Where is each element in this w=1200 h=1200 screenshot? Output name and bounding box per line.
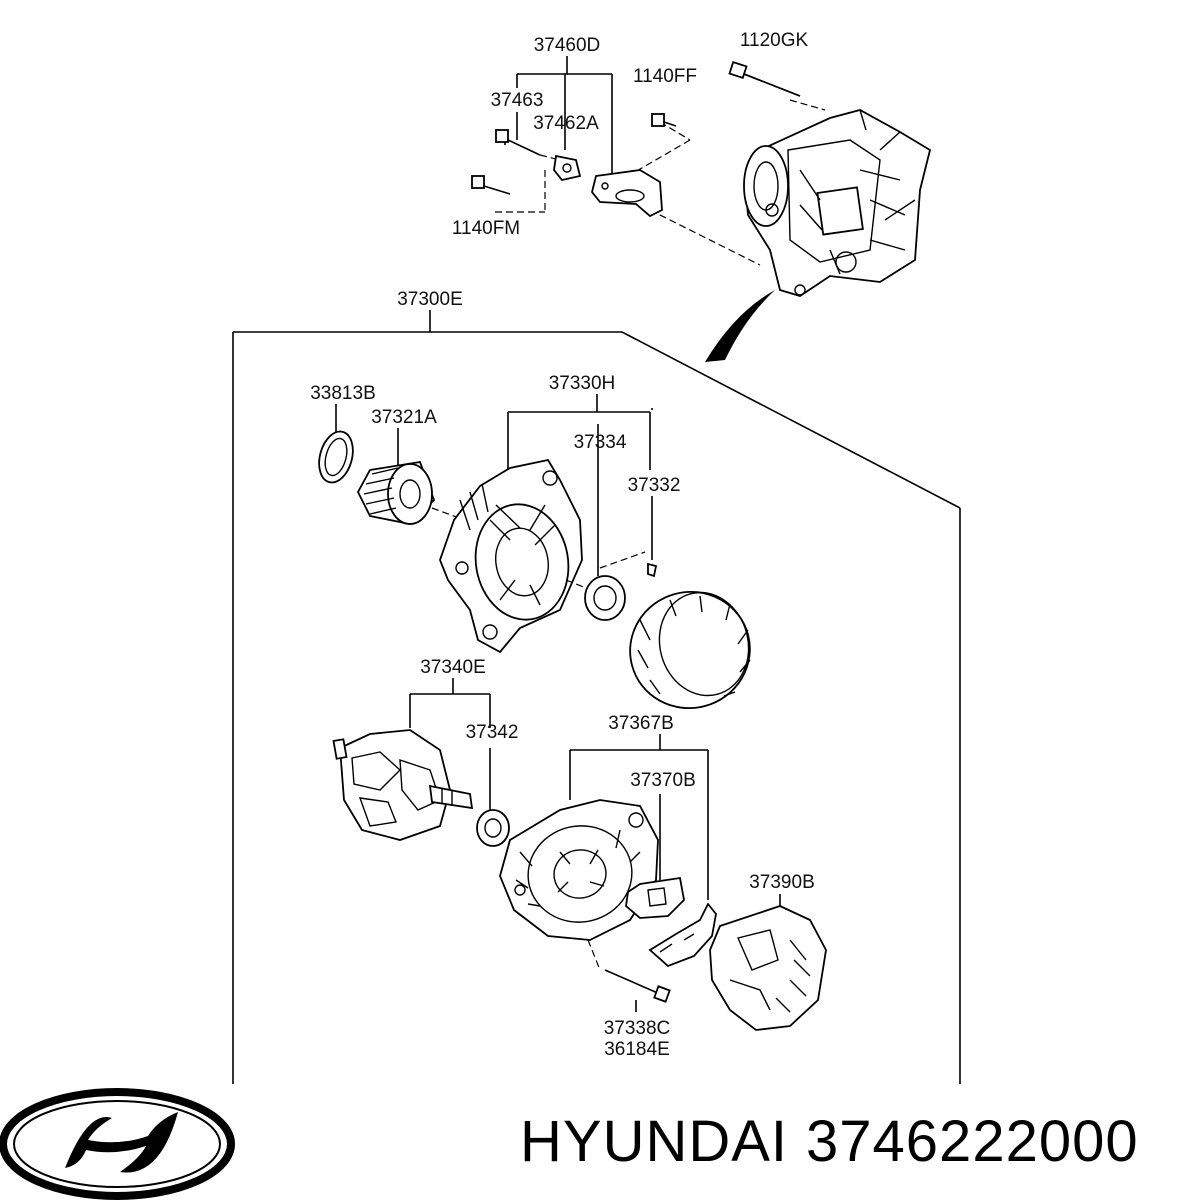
callout-37390b: 37390B bbox=[749, 872, 815, 893]
alternator-assembly bbox=[705, 109, 932, 362]
rotor-37340e bbox=[332, 729, 474, 841]
bolt-1140ff bbox=[651, 113, 677, 127]
callout-36184e: 36184E bbox=[604, 1039, 670, 1060]
hyundai-logo-icon bbox=[0, 1088, 235, 1200]
stator-ring bbox=[629, 590, 751, 710]
brush-holder-37370b bbox=[625, 876, 685, 919]
rotor-group-leader bbox=[409, 678, 491, 810]
callout-37300e: 37300E bbox=[397, 289, 463, 310]
bearing-37342 bbox=[476, 809, 510, 847]
front-housing-37330h bbox=[439, 458, 583, 654]
rear-group-leader bbox=[569, 734, 781, 920]
callout-labels: 37460D 1120GK 1140FF 37463 37462A 1140FM… bbox=[310, 30, 815, 1060]
seal-33813b bbox=[318, 404, 354, 484]
rectifier bbox=[648, 902, 717, 968]
callout-33813b: 33813B bbox=[310, 383, 376, 404]
screw-37332 bbox=[599, 408, 658, 578]
callout-37460d: 37460D bbox=[534, 35, 601, 56]
rear-housing bbox=[499, 799, 659, 971]
callout-37367b: 37367B bbox=[608, 713, 674, 734]
callout-37334: 37334 bbox=[574, 432, 627, 453]
group-37300e-outline bbox=[232, 310, 961, 1084]
callout-1140fm: 1140FM bbox=[452, 218, 520, 239]
bracket-leaders bbox=[495, 56, 826, 266]
part-number: 3746222000 bbox=[806, 1109, 1139, 1174]
bearing-37334 bbox=[565, 424, 626, 621]
callout-37330h: 37330H bbox=[549, 373, 616, 394]
callout-37462a: 37462A bbox=[533, 113, 599, 134]
rear-cover-37390b bbox=[709, 905, 827, 1031]
bolt-1140fm bbox=[471, 175, 511, 195]
bolt-37463 bbox=[495, 129, 541, 156]
callout-37370b: 37370B bbox=[630, 770, 696, 791]
callout-37342: 37342 bbox=[466, 722, 519, 743]
bolt-1120gk bbox=[728, 60, 801, 97]
callout-37340e: 37340E bbox=[420, 657, 486, 678]
pulley-37321a bbox=[356, 428, 471, 525]
callout-1120gk: 1120GK bbox=[740, 30, 809, 51]
callout-1140ff: 1140FF bbox=[633, 66, 697, 87]
bracket-37460d bbox=[591, 169, 663, 218]
bolt-37338c bbox=[604, 969, 671, 1012]
callout-37338c: 37338C bbox=[604, 1018, 671, 1039]
callout-37321a: 37321A bbox=[371, 407, 437, 428]
nut-37462a bbox=[553, 154, 582, 182]
callout-37332: 37332 bbox=[628, 475, 681, 496]
brand-name: HYUNDAI bbox=[520, 1109, 789, 1174]
housing-group-leader bbox=[507, 394, 651, 470]
callout-37463: 37463 bbox=[491, 90, 544, 111]
product-title: HYUNDAI 3746222000 bbox=[520, 1108, 1139, 1175]
